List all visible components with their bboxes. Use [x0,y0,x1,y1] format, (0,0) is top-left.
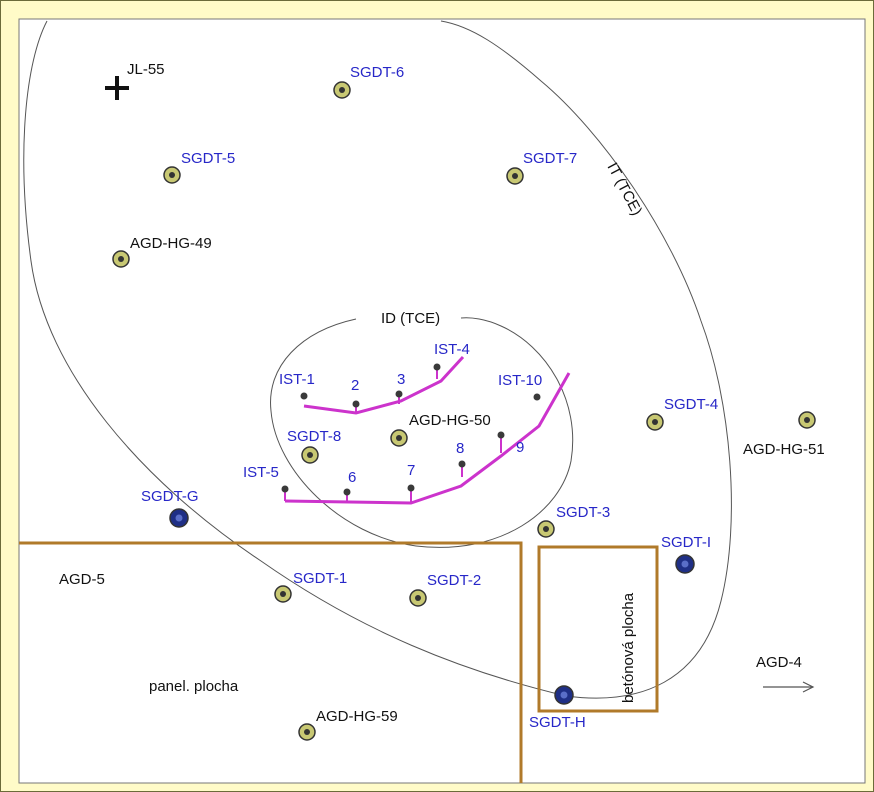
it-tce-contour [23,20,732,699]
well-sgdt8-icon [301,446,319,464]
drain-point-8 [458,460,466,468]
drain-point-ist10 [533,393,541,401]
well-sgdt2-icon [409,589,427,607]
drain-point-7 [407,484,415,492]
label-sgdt5: SGDT-5 [181,150,235,167]
label-agdhg49: AGD-HG-49 [130,235,212,252]
label-8: 8 [456,440,464,457]
drain-points [281,363,541,496]
label-agdhg51: AGD-HG-51 [743,441,825,458]
monitoring-wells [112,81,816,741]
label-agdhg50: AGD-HG-50 [409,412,491,429]
label-betonova-plocha: betónová plocha [620,592,637,703]
arrow-right-icon [763,681,815,693]
label-sgdt6: SGDT-6 [350,64,404,81]
label-sgdt2: SGDT-2 [427,572,481,589]
label-agd5: AGD-5 [59,571,105,588]
drain-point-ist1 [300,392,308,400]
deep-wells [169,508,695,705]
well-agdhg59-icon [298,723,316,741]
well-agdhg51-icon [798,411,816,429]
label-id-tce: ID (TCE) [381,310,440,327]
label-sgdth: SGDT-H [529,714,586,731]
label-sgdt7: SGDT-7 [523,150,577,167]
label-2: 2 [351,377,359,394]
label-3: 3 [397,371,405,388]
label-ist10: IST-10 [498,372,542,389]
label-6: 6 [348,469,356,486]
well-sgdtg-icon [169,508,189,528]
drain-point-3 [395,390,403,398]
concrete-area-boundary [537,545,659,713]
label-sgdt4: SGDT-4 [664,396,718,413]
well-sgdt5-icon [163,166,181,184]
label-agdhg59: AGD-HG-59 [316,708,398,725]
label-ist1: IST-1 [279,371,315,388]
label-ist5: IST-5 [243,464,279,481]
label-jl55: JL-55 [127,61,165,78]
label-sgdt8: SGDT-8 [287,428,341,445]
well-sgdth-icon [554,685,574,705]
well-sgdt6-icon [333,81,351,99]
label-sgdt1: SGDT-1 [293,570,347,587]
label-ist4: IST-4 [434,341,470,358]
label-sgdt3: SGDT-3 [556,504,610,521]
well-sgdt7-icon [506,167,524,185]
label-panel-plocha: panel. plocha [149,678,239,695]
drain-point-2 [352,400,360,408]
well-agdhg50-icon [390,429,408,447]
panel-area-boundary [19,541,523,783]
label-sgdtg: SGDT-G [141,488,199,505]
jl55-cross-icon [105,76,129,100]
well-sgdt1-icon [274,585,292,603]
drain-point-ist4 [433,363,441,371]
well-agdhg49-icon [112,250,130,268]
drain-point-6 [343,488,351,496]
label-9: 9 [516,439,524,456]
label-agd4: AGD-4 [756,654,802,671]
map-canvas [18,18,866,784]
drain-point-ist5 [281,485,289,493]
well-sgdt3-icon [537,520,555,538]
label-7: 7 [407,462,415,479]
drain-line-north [303,355,465,415]
well-sgdt4-icon [646,413,664,431]
well-sgdti-icon [675,554,695,574]
drain-point-9 [497,431,505,439]
label-sgdti: SGDT-I [661,534,711,551]
drain-line-south [284,372,571,505]
